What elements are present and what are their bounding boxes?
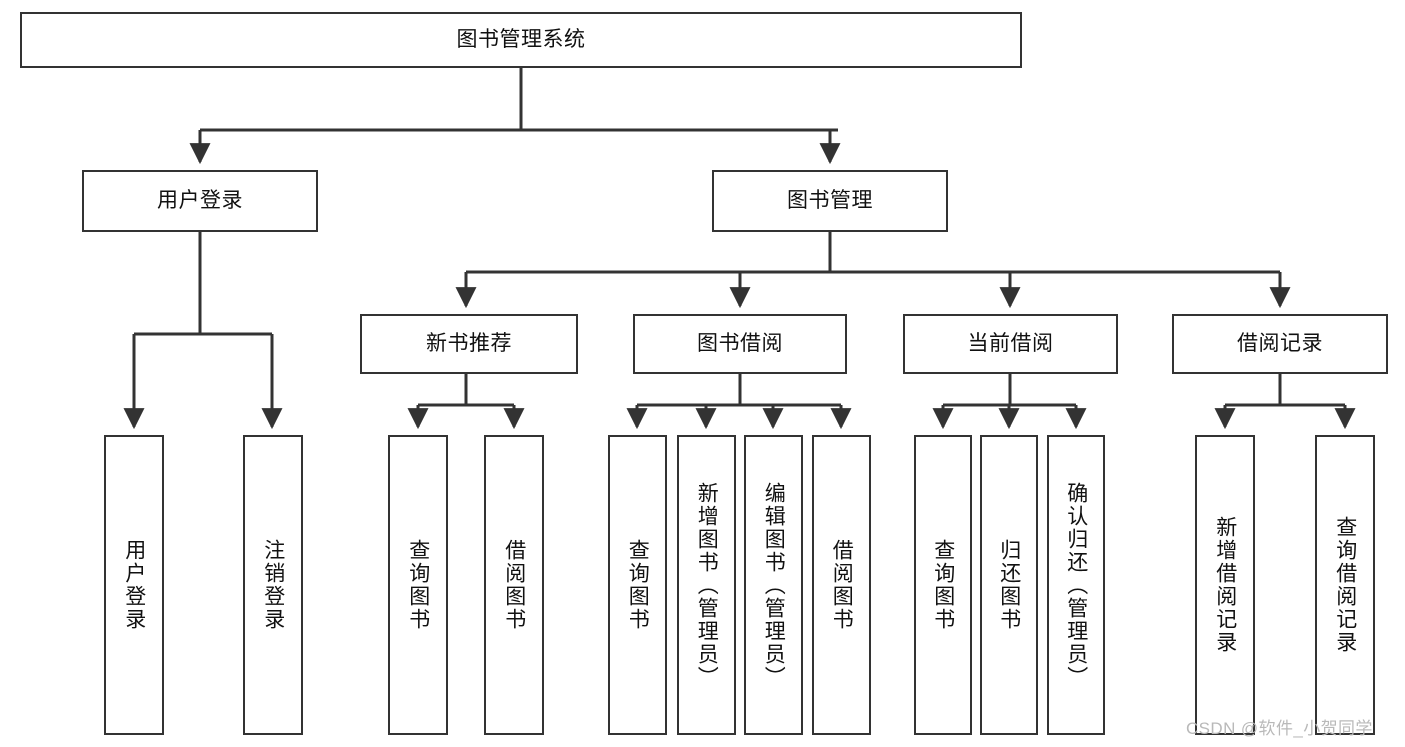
node-label: 编辑图书（管理员） <box>762 481 786 689</box>
leaf-add-borrow-record[interactable]: 新增借阅记录 <box>1195 435 1255 735</box>
node-label: 归还图书 <box>997 539 1021 631</box>
node-label: 查询借阅记录 <box>1333 516 1357 654</box>
leaf-borrow-book[interactable]: 借阅图书 <box>812 435 871 735</box>
leaf-query-borrow-record[interactable]: 查询借阅记录 <box>1315 435 1375 735</box>
leaf-logout[interactable]: 注销登录 <box>243 435 303 735</box>
node-label: 查询图书 <box>406 539 430 631</box>
node-borrow-records[interactable]: 借阅记录 <box>1172 314 1388 374</box>
node-book-management[interactable]: 图书管理 <box>712 170 948 232</box>
node-new-book-recommend[interactable]: 新书推荐 <box>360 314 578 374</box>
node-label: 新增借阅记录 <box>1213 516 1237 654</box>
node-label: 借阅图书 <box>830 539 854 631</box>
csdn-watermark: CSDN @软件_小贺同学 <box>1186 719 1373 738</box>
leaf-add-book-admin[interactable]: 新增图书（管理员） <box>677 435 736 735</box>
node-label: 用户登录 <box>157 188 243 212</box>
node-label: 新增图书（管理员） <box>695 481 719 689</box>
leaf-confirm-return-admin[interactable]: 确认归还（管理员） <box>1047 435 1105 735</box>
node-label: 注销登录 <box>261 539 285 631</box>
node-book-borrow[interactable]: 图书借阅 <box>633 314 847 374</box>
node-label: 查询图书 <box>931 539 955 631</box>
node-label: 当前借阅 <box>967 331 1054 355</box>
leaf-query-books-borrow[interactable]: 查询图书 <box>608 435 667 735</box>
node-root-system[interactable]: 图书管理系统 <box>20 12 1022 68</box>
node-label: 图书管理系统 <box>456 27 586 51</box>
node-label: 确认归还（管理员） <box>1064 481 1088 689</box>
node-label: 借阅记录 <box>1237 331 1323 355</box>
node-label: 新书推荐 <box>426 331 512 355</box>
node-label: 查询图书 <box>626 539 650 631</box>
leaf-query-books-recommend[interactable]: 查询图书 <box>388 435 448 735</box>
node-label: 借阅图书 <box>502 539 526 631</box>
leaf-borrow-books-recommend[interactable]: 借阅图书 <box>484 435 544 735</box>
node-label: 图书管理 <box>787 188 873 212</box>
leaf-edit-book-admin[interactable]: 编辑图书（管理员） <box>744 435 803 735</box>
node-label: 图书借阅 <box>697 331 783 355</box>
node-user-login[interactable]: 用户登录 <box>82 170 318 232</box>
leaf-query-books-current[interactable]: 查询图书 <box>914 435 972 735</box>
node-current-borrow[interactable]: 当前借阅 <box>903 314 1118 374</box>
leaf-return-book[interactable]: 归还图书 <box>980 435 1038 735</box>
leaf-user-login[interactable]: 用户登录 <box>104 435 164 735</box>
node-label: 用户登录 <box>122 539 146 631</box>
